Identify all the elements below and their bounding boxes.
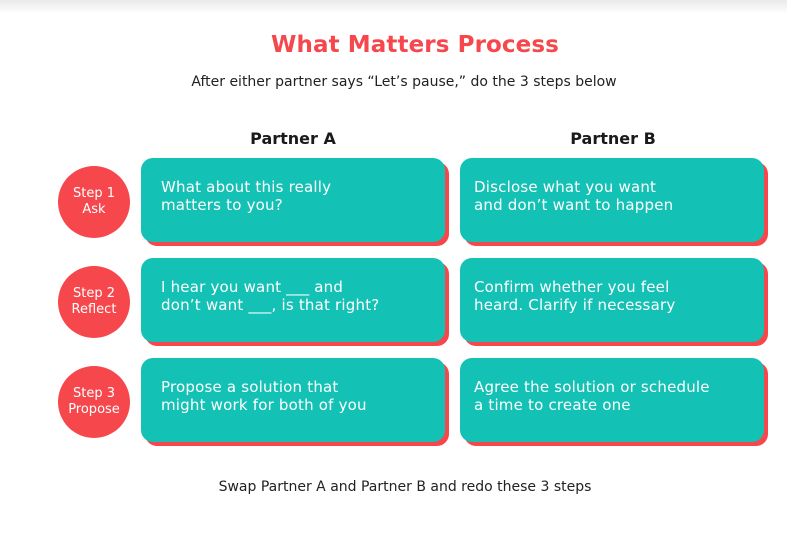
- step-1-circle: Step 1 Ask: [58, 166, 130, 238]
- step-1-number: Step 1: [72, 186, 115, 201]
- step-3-name: Propose: [68, 402, 120, 417]
- step-2-circle: Step 2 Reflect: [58, 266, 130, 338]
- top-edge-shadow: [0, 0, 787, 14]
- step-3-partner-b-card: Agree the solution or schedule a time to…: [460, 358, 764, 442]
- step-1-partner-b-card: Disclose what you want and don’t want to…: [460, 158, 764, 242]
- step-3-circle: Step 3 Propose: [58, 366, 130, 438]
- step-2-partner-b-card: Confirm whether you feel heard. Clarify …: [460, 258, 764, 342]
- step-1-name: Ask: [82, 202, 106, 217]
- step-2-partner-a-card: I hear you want ___ and don’t want ___, …: [141, 258, 445, 342]
- page-title: What Matters Process: [271, 32, 559, 58]
- step-1-partner-a-card: What about this really matters to you?: [141, 158, 445, 242]
- footer-instruction: Swap Partner A and Partner B and redo th…: [218, 479, 592, 495]
- step-2-number: Step 2: [72, 286, 115, 301]
- step-3-partner-a-card: Propose a solution that might work for b…: [141, 358, 445, 442]
- step-3-number: Step 3: [72, 386, 115, 401]
- step-2-name: Reflect: [71, 302, 117, 317]
- column-header-partner-a: Partner A: [250, 129, 336, 148]
- column-header-partner-b: Partner B: [570, 129, 656, 148]
- page-subtitle: After either partner says “Let’s pause,”…: [191, 74, 617, 90]
